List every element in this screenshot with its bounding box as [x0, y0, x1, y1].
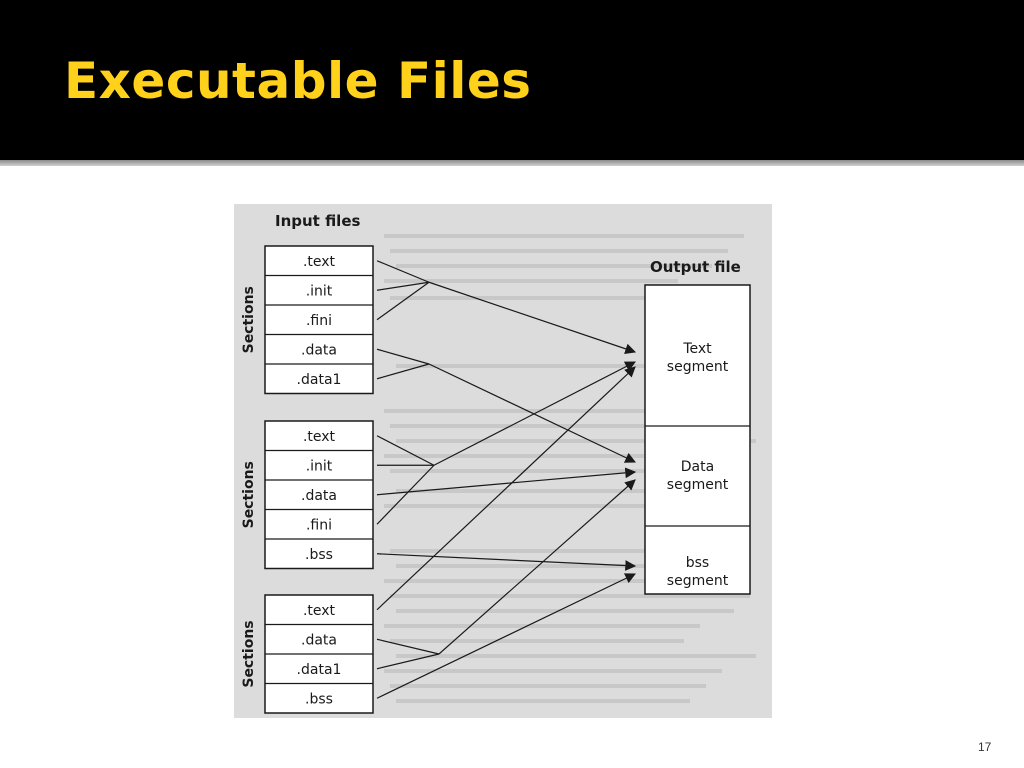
faint-text-line	[396, 699, 690, 703]
faint-text-line	[384, 579, 678, 583]
faint-text-line	[384, 624, 700, 628]
section-label: .text	[303, 254, 336, 270]
faint-text-line	[390, 684, 706, 688]
faint-text-line	[390, 249, 728, 253]
section-label: .bss	[305, 547, 333, 563]
faint-text-line	[396, 654, 756, 658]
faint-text-line	[384, 504, 744, 508]
input-file-group: .text .data .data1 .bss Sections	[241, 594, 374, 714]
faint-text-line	[390, 469, 706, 473]
faint-text-line	[384, 234, 744, 238]
linker-diagram-figure: Input files Output file .text .init .fini.…	[234, 204, 772, 718]
mapping-arrows	[376, 260, 637, 699]
section-label: .text	[303, 429, 336, 445]
faint-text-line	[384, 279, 678, 283]
faint-text-line	[390, 549, 728, 553]
sections-side-label: Sections	[241, 286, 257, 353]
output-file-box	[644, 284, 751, 595]
section-label: .init	[306, 283, 333, 299]
faint-text-line	[396, 564, 712, 568]
faint-text-line	[396, 364, 734, 368]
faint-text-line	[384, 454, 722, 458]
mapping-arrow	[376, 553, 637, 571]
faint-text-line	[396, 264, 712, 268]
section-label: .init	[306, 458, 333, 474]
section-label: .fini	[306, 517, 332, 533]
sections-side-label: Sections	[241, 620, 257, 687]
input-file-box	[264, 420, 374, 570]
faint-text-line	[396, 439, 756, 443]
section-label: .text	[303, 603, 336, 619]
mapping-arrow	[376, 366, 636, 611]
faint-text-line	[390, 296, 750, 300]
faint-text-line	[390, 639, 684, 643]
mapping-arrow	[376, 573, 636, 699]
input-file-group: .text .init .data .fini .bss Sections	[241, 420, 374, 570]
output-segment-label: segment	[667, 477, 729, 493]
output-segment-label: segment	[667, 359, 729, 375]
slide-title: Executable Files	[64, 52, 532, 110]
header-divider	[0, 160, 1024, 166]
output-segment-label: Data	[681, 459, 714, 475]
input-file-box	[264, 245, 374, 395]
mapping-arrow	[376, 467, 637, 496]
section-label: .data1	[297, 662, 342, 678]
section-label: .bss	[305, 691, 333, 707]
faint-text-line	[384, 669, 722, 673]
page-number: 17	[978, 740, 992, 754]
section-label: .data1	[297, 372, 342, 388]
mapping-arrow	[376, 348, 636, 463]
faint-text-line	[390, 424, 684, 428]
faint-text-line	[396, 489, 690, 493]
section-label: .data	[301, 632, 337, 648]
linker-diagram: Input files Output file .text .init .fini.…	[241, 212, 756, 714]
mapping-arrow	[376, 361, 636, 525]
output-segment-label: bss	[686, 555, 709, 571]
faint-text-line	[390, 594, 750, 598]
section-label: .fini	[306, 313, 332, 329]
faint-text-line	[384, 409, 700, 413]
output-segment-label: segment	[667, 573, 729, 589]
mapping-arrow	[376, 260, 637, 354]
slide-header: Executable Files	[0, 0, 1024, 160]
sections-side-label: Sections	[241, 461, 257, 528]
input-files-label: Input files	[275, 212, 361, 230]
output-file-label: Output file	[650, 258, 741, 276]
input-file-group: .text .init .fini .data .data1 Sections	[241, 245, 374, 395]
input-file-groups: .text.init.fini.data.data1Sections.text.…	[241, 245, 374, 714]
output-segment-label: Text	[682, 341, 712, 357]
background-scan-text	[384, 234, 756, 703]
section-label: .data	[301, 488, 337, 504]
mapping-arrow	[376, 479, 636, 670]
section-label: .data	[301, 342, 337, 358]
faint-text-line	[396, 609, 734, 613]
